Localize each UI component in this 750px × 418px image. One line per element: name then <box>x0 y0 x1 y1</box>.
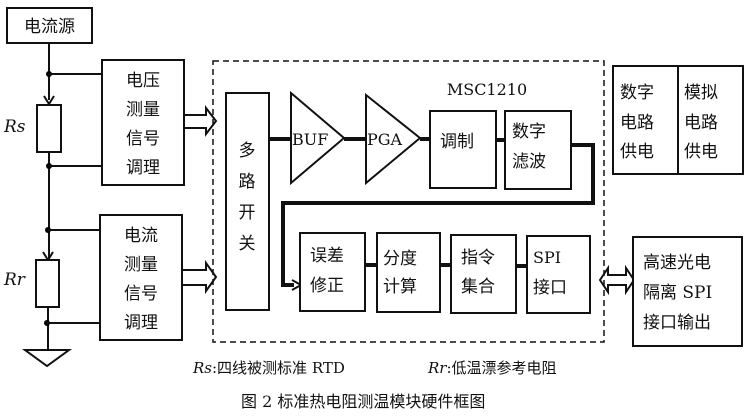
figure-caption: 图 2 标准热电阻测温模块硬件框图 <box>241 392 485 411</box>
filter-line: 数字 <box>512 122 546 142</box>
spi-interface-box <box>526 235 591 314</box>
chip-label: MSC1210 <box>447 80 527 99</box>
rr-label: Rr <box>3 270 26 290</box>
current-conditioning-box <box>99 214 183 341</box>
voltage-cond-line: 调理 <box>126 158 160 178</box>
error-corr-line: 误差 <box>310 246 344 266</box>
buf-amplifier <box>290 90 346 186</box>
spi-line: SPI <box>533 248 561 267</box>
modulator-box <box>429 110 497 189</box>
modulator-label: 调制 <box>440 132 474 152</box>
isolation-line: 接口输出 <box>643 313 711 333</box>
digital-filter-box <box>504 110 572 190</box>
power-analog-line: 模拟 <box>684 83 718 103</box>
isolation-spi-box <box>632 236 743 347</box>
mux-line: 路 <box>239 172 256 192</box>
msc1210-boundary <box>212 60 605 343</box>
voltage-conditioning-box <box>101 59 185 186</box>
tap-wires <box>47 73 102 324</box>
scale-calc-line: 计算 <box>383 277 417 297</box>
mux-line: 开 <box>239 203 256 223</box>
scale-calc-box <box>376 232 441 313</box>
pga-amplifier <box>365 92 422 186</box>
current-cond-line: 调理 <box>124 313 158 333</box>
hollow-arrow-icon <box>184 105 218 137</box>
hollow-arrow-icon <box>182 259 218 295</box>
legend-rs-prefix: Rs <box>192 359 212 377</box>
current-cond-line: 信号 <box>124 284 158 304</box>
error-correction-box <box>299 232 366 312</box>
voltage-cond-line: 电压 <box>126 71 160 91</box>
ground-icon <box>21 349 73 368</box>
legend-rr: Rr:低温漂参考电阻 <box>427 359 557 377</box>
resistor-rr <box>35 259 60 308</box>
isolation-line: 高速光电 <box>643 253 711 273</box>
current-cond-line: 电流 <box>124 226 158 246</box>
chain-wires <box>365 263 527 268</box>
pga-label: PGA <box>367 130 403 149</box>
command-set-line: 集合 <box>461 277 495 297</box>
mux-box <box>225 92 270 311</box>
power-analog-line: 供电 <box>684 142 718 162</box>
isolation-line: 隔离 SPI <box>643 283 712 303</box>
legend-rs: Rs:四线被测标准 RTD <box>192 359 345 377</box>
scale-calc-line: 分度 <box>383 249 417 269</box>
signal-wires <box>269 137 505 142</box>
double-arrow-icon <box>598 264 636 296</box>
filter-line: 滤波 <box>512 152 546 172</box>
power-digital-line: 数字 <box>620 83 654 103</box>
mux-line: 关 <box>239 234 256 254</box>
power-digital-line: 电路 <box>620 113 654 133</box>
current-cond-line: 测量 <box>124 255 158 275</box>
buf-label: BUF <box>292 130 328 149</box>
current-source-label: 电流源 <box>24 17 75 37</box>
error-corr-line: 修正 <box>310 276 344 296</box>
command-set-box <box>450 234 517 314</box>
voltage-cond-line: 测量 <box>126 100 160 120</box>
legend-rs-text: :四线被测标准 RTD <box>212 359 345 377</box>
command-set-line: 指令 <box>461 248 495 268</box>
spi-line: 接口 <box>533 278 567 298</box>
mux-line: 多 <box>239 141 256 161</box>
legend-rr-prefix: Rr <box>427 359 447 377</box>
feedback-wire <box>281 143 595 287</box>
voltage-cond-line: 信号 <box>126 129 160 149</box>
resistor-rs <box>36 104 62 153</box>
power-digital-line: 供电 <box>620 142 654 162</box>
rs-label: Rs <box>3 117 26 137</box>
legend-rr-text: :低温漂参考电阻 <box>446 359 556 377</box>
power-analog-line: 电路 <box>684 113 718 133</box>
